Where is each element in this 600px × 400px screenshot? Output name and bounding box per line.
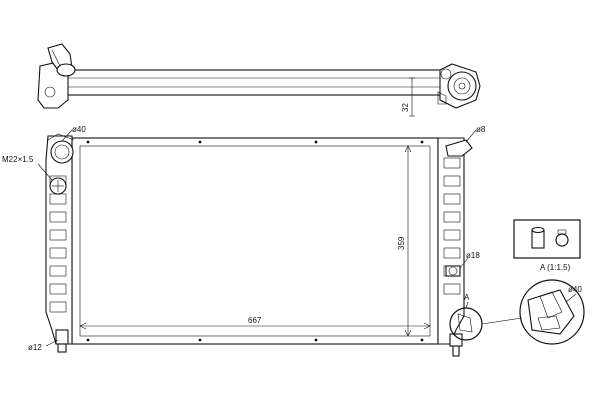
height-label: 359 [397,236,406,250]
front-view: 359 667 ø40 ø8 M22×1.5 ø12 ø18 A [2,125,523,357]
detail-title: A (1:1.5) [540,263,571,272]
detail-view-a: A (1:1.5) ø40 [519,263,585,345]
detail-ref-label: A [464,293,470,302]
top-right-tank [437,63,481,109]
top-view: 32 [37,43,481,117]
parts-inset [513,219,581,259]
thread-label: M22×1.5 [2,155,34,164]
dimension-width: 667 [79,316,431,330]
width-label: 667 [248,316,262,325]
thickness-label: 32 [401,103,410,112]
top-right-dia-label: ø8 [476,125,486,134]
callouts: ø40 ø8 M22×1.5 ø12 ø18 A [2,125,523,352]
right-tank [437,137,483,357]
detail-dia-label: ø40 [568,285,582,294]
dimension-height: 359 [397,145,412,337]
left-tank [45,133,75,353]
right-pipe-dia-label: ø18 [466,251,480,260]
dimension-thickness: 32 [401,77,415,117]
clamp-ring-icon [555,229,569,247]
frame-holes [86,140,424,342]
top-left-pipe-dia-label: ø40 [72,125,86,134]
top-left-tank [37,43,76,109]
bottom-left-dia-label: ø12 [28,343,42,352]
cylinder-icon [531,226,545,249]
